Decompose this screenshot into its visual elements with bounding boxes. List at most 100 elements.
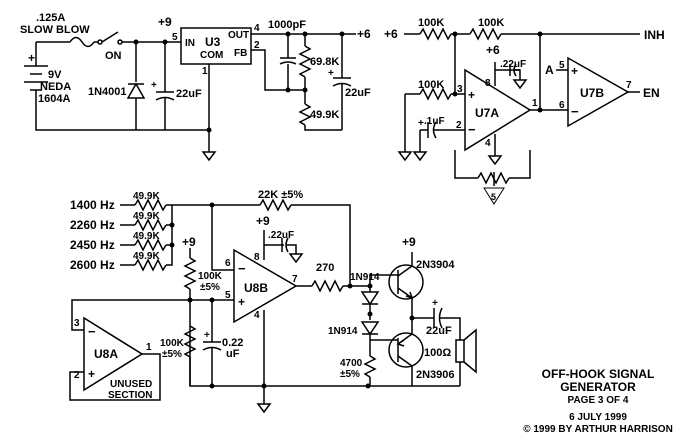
u8a-pin2: 2 xyxy=(74,370,80,381)
title-copyright: © 1999 BY ARTHUR HARRISON xyxy=(523,424,673,435)
r-base-label: 4700 xyxy=(340,358,363,369)
title-block: OFF-HOOK SIGNAL GENERATOR PAGE 3 OF 4 6 … xyxy=(523,367,673,435)
regulator-u3 xyxy=(180,27,252,65)
r-bias2-label: 100K xyxy=(160,338,185,349)
u8a-minus: − xyxy=(88,324,96,339)
freq-2600: 2600 Hz xyxy=(70,258,115,272)
u7a-name: U7A xyxy=(475,106,499,120)
cap-u7-in-symbol xyxy=(427,121,437,139)
q2-label: 2N3906 xyxy=(416,369,455,381)
resistor-u7-r1 xyxy=(419,27,452,41)
opamp-u7a xyxy=(464,68,532,152)
resistor-in-1 xyxy=(134,198,167,212)
diode-1n914-a xyxy=(360,291,380,306)
cap-fb-symbol xyxy=(279,57,297,65)
resistor-bias-2 xyxy=(183,325,197,358)
resistor-u7-r2 xyxy=(469,27,502,41)
fuse-type: SLOW BLOW xyxy=(20,24,90,36)
u7a-plus: + xyxy=(468,88,475,102)
q1-label: 2N3904 xyxy=(416,259,455,271)
u8b-plus: + xyxy=(238,295,245,309)
cap-bias-symbol xyxy=(202,341,222,351)
reg-out-pin: 4 xyxy=(254,23,260,34)
u7-labels: +6 100K 100K INH +6 .22uF 8 100K 3 + − +… xyxy=(384,17,665,202)
u8b-pin6: 6 xyxy=(225,258,231,269)
u7-r2-label: 100K xyxy=(478,17,504,29)
resistor-out-270 xyxy=(311,279,344,293)
u8-pin8: 8 xyxy=(254,252,260,263)
reg-com-label: COM xyxy=(200,50,223,61)
cap-out-tone-label: 22uF xyxy=(426,325,452,337)
u8a-pin3: 3 xyxy=(74,318,80,329)
u7b-pin5: 5 xyxy=(559,60,565,71)
r-fb-label: 22K ±5% xyxy=(258,189,303,201)
resistor-69k8 xyxy=(298,45,312,78)
diode-a-label: 1N914 xyxy=(350,272,380,283)
title-date: 6 JULY 1999 xyxy=(569,412,627,423)
u8a-pin1: 1 xyxy=(146,342,152,353)
transistor-q2-pnp xyxy=(388,332,424,368)
ground-symbol-u7-b xyxy=(412,151,428,162)
resistor-in-4 xyxy=(134,258,167,272)
reg-fb-label: FB xyxy=(234,48,247,59)
u7b-pin6: 6 xyxy=(559,100,565,111)
unused-label-2: SECTION xyxy=(108,390,152,401)
r-top-label: 69.8K xyxy=(310,56,339,68)
diode-1n4001 xyxy=(126,82,146,99)
battery-model: 1604A xyxy=(38,93,70,105)
ground-symbol-main xyxy=(256,403,272,414)
u7-pin1: 1 xyxy=(532,98,538,109)
power-switch xyxy=(101,31,119,43)
en-label: EN xyxy=(643,86,660,100)
resistor-base-4700 xyxy=(363,355,377,378)
u7-pin8: 8 xyxy=(485,78,491,89)
cap-out-symbol xyxy=(332,77,352,87)
cap-in-symbol xyxy=(155,91,175,101)
rail-6v-label: +6 xyxy=(357,27,371,41)
u8b-name: U8B xyxy=(244,281,268,295)
resistor-bias-1 xyxy=(183,257,197,290)
resistor-u7-r3 xyxy=(419,87,452,101)
resistor-in-2 xyxy=(134,218,167,232)
u7-cap-in-label: .1uF xyxy=(424,116,445,127)
freq-2450: 2450 Hz xyxy=(70,238,115,252)
r-in1-label: 49.9K xyxy=(133,191,160,202)
inh-label: INH xyxy=(644,28,665,42)
u7-pin4: 4 xyxy=(485,138,491,149)
r-bias1-tol: ±5% xyxy=(200,282,220,293)
u7-rail-6v: +6 xyxy=(384,27,398,41)
fuse-symbol xyxy=(69,36,95,48)
cap-fb-label: 1000pF xyxy=(268,19,306,31)
rail-9v-label: +9 xyxy=(158,15,172,29)
battery-voltage: 9V xyxy=(48,69,62,81)
reg-com-pin: 1 xyxy=(202,66,208,77)
u8b-pin5: 5 xyxy=(225,290,231,301)
ground-symbol-u7-a xyxy=(397,151,413,162)
fuse-rating: .125A xyxy=(36,12,65,24)
r-in4-label: 49.9K xyxy=(133,251,160,262)
title-line-2: GENERATOR xyxy=(560,380,636,394)
reg-name: U3 xyxy=(205,35,221,49)
ground-symbol-u7-d xyxy=(487,155,503,166)
u7-r3-label: 100K xyxy=(418,79,444,91)
u8-rail-9v-a: +9 xyxy=(256,214,270,228)
power-supply-section xyxy=(24,27,356,162)
cap-bias-plus: + xyxy=(204,330,210,341)
transistor-q1-npn xyxy=(388,264,424,300)
cap-bias-label: 0.22 xyxy=(222,337,243,349)
r-bias1-label: 100K xyxy=(198,271,223,282)
r-base-tol: ±5% xyxy=(340,369,360,380)
reg-in-label: IN xyxy=(185,38,195,49)
ground-symbol-u7-c xyxy=(512,79,528,90)
title-page: PAGE 3 OF 4 xyxy=(568,395,629,406)
cap-out-plus: + xyxy=(328,68,334,79)
freq-1400: 1400 Hz xyxy=(70,198,115,212)
resistor-in-3 xyxy=(134,238,167,252)
tone-section xyxy=(69,198,477,414)
battery-make: NEDA xyxy=(40,81,71,93)
reg-fb-pin: 2 xyxy=(254,40,260,51)
reg-in-pin: 5 xyxy=(172,32,178,43)
opamp-u8b xyxy=(233,248,298,324)
speaker-label: 100Ω xyxy=(424,347,451,359)
